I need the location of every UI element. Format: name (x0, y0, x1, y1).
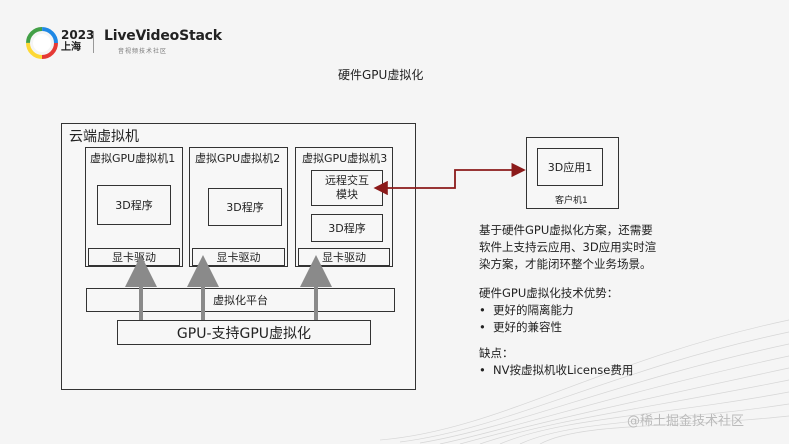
disadvantages-section: 缺点： •NV按虚拟机收License费用 (479, 345, 739, 379)
watermark: @稀土掘金技术社区 (627, 414, 745, 429)
cloud-vm-label: 云端虚拟机 (69, 129, 139, 145)
conference-logo (26, 27, 58, 59)
vm3-3d-program-label: 3D程序 (328, 222, 366, 235)
client-3d-app-label: 3D应用1 (547, 161, 593, 174)
advantage-item-text: 更好的兼容性 (493, 320, 562, 334)
vm2-3d-program: 3D程序 (208, 188, 282, 226)
vm1-3d-program-label: 3D程序 (115, 199, 153, 212)
conference-logo-icon (26, 27, 58, 59)
brand-name: LiveVideoStack (104, 28, 222, 44)
vm3-3d-program: 3D程序 (311, 214, 383, 242)
advantage-item-text: 更好的隔离能力 (493, 303, 574, 317)
advantage-item: •更好的隔离能力 (479, 303, 574, 317)
vm2-title: 虚拟GPU虚拟机2 (195, 152, 281, 165)
virtualization-platform-label: 虚拟化平台 (213, 294, 268, 307)
virtualization-platform: 虚拟化平台 (86, 288, 395, 312)
gpu-label: GPU-支持GPU虚拟化 (176, 325, 312, 342)
vm3-remote-module-label: 远程交互 模块 (325, 174, 369, 201)
vm1-title: 虚拟GPU虚拟机1 (90, 152, 176, 165)
logo-divider (93, 31, 94, 53)
logo-year: 2023 (61, 28, 95, 42)
logo-city: 上海 (61, 42, 81, 53)
client-3d-app: 3D应用1 (537, 148, 603, 186)
disadvantages-title: 缺点： (479, 346, 514, 360)
client-label: 客户机1 (555, 196, 588, 206)
disadvantage-item: •NV按虚拟机收License费用 (479, 363, 634, 377)
intro-line-2: 软件上支持云应用、3D应用实时渲 (479, 240, 657, 254)
vm3-remote-module: 远程交互 模块 (311, 170, 383, 206)
description-intro: 基于硬件GPU虚拟化方案，还需要 软件上支持云应用、3D应用实时渲 染方案，才能… (479, 222, 739, 273)
advantages-section: 硬件GPU虚拟化技术优势： •更好的隔离能力 •更好的兼容性 (479, 285, 739, 336)
vm1-3d-program: 3D程序 (97, 185, 171, 225)
advantage-item: •更好的兼容性 (479, 320, 562, 334)
decorative-wave-lines (380, 319, 789, 444)
gpu-box: GPU-支持GPU虚拟化 (117, 320, 371, 345)
disadvantage-item-text: NV按虚拟机收License费用 (493, 363, 634, 377)
intro-line-1: 基于硬件GPU虚拟化方案，还需要 (479, 223, 653, 237)
vm2-3d-program-label: 3D程序 (226, 201, 264, 214)
vm3-driver-label: 显卡驱动 (322, 251, 366, 264)
brand-subtitle: 音视频技术社区 (118, 48, 168, 55)
vm2-driver-label: 显卡驱动 (216, 251, 261, 264)
intro-line-3: 染方案，才能闭环整个业务场景。 (479, 257, 652, 271)
vm3-title: 虚拟GPU虚拟机3 (302, 152, 388, 165)
remote-connection-arrow (373, 162, 526, 196)
slide-title: 硬件GPU虚拟化 (338, 68, 424, 82)
advantages-title: 硬件GPU虚拟化技术优势： (479, 286, 619, 300)
